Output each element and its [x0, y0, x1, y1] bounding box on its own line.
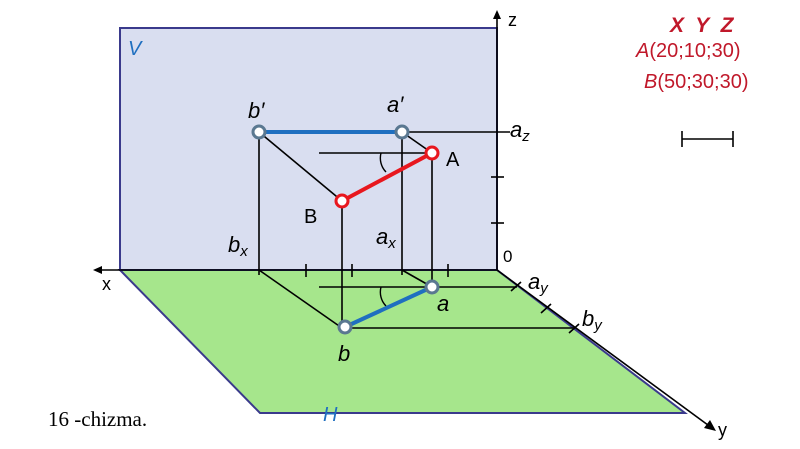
label-ay: ay — [528, 269, 549, 297]
point-b — [337, 319, 353, 335]
point-B — [334, 193, 350, 209]
label-bx: bx — [228, 232, 248, 260]
y-axis-label: y — [718, 420, 727, 440]
bx-to-b — [258, 269, 343, 329]
coords-B: B(50;30;30) — [644, 71, 749, 93]
label-ax: ax — [376, 224, 396, 252]
x-axis-arrow — [93, 266, 102, 274]
point-A — [424, 145, 440, 161]
angle-arc-v — [379, 152, 387, 173]
label-az: az — [510, 117, 530, 145]
h-plane — [117, 269, 688, 414]
point-a — [424, 279, 440, 295]
origin-label: 0 — [503, 247, 512, 266]
label-b: b — [338, 341, 350, 366]
label-a: a — [437, 291, 449, 316]
segment-b-a — [344, 285, 433, 329]
h-plane-label: H — [323, 404, 338, 426]
point-a-prime — [394, 124, 410, 140]
coords-header: X Y Z — [669, 14, 735, 37]
v-plane-label: V — [128, 38, 143, 60]
label-a-prime: a′ — [387, 92, 404, 117]
angle-arc-h — [379, 286, 387, 307]
z-axis-arrow — [493, 10, 501, 19]
y-axis — [496, 269, 713, 429]
coords-A: A(20;10;30) — [635, 40, 741, 62]
x-axis-label: x — [102, 274, 111, 294]
label-b-prime: b′ — [248, 98, 265, 123]
v-plane — [119, 27, 498, 271]
point-b-prime — [251, 124, 267, 140]
figure-caption: 16 -chizma. — [48, 407, 147, 431]
y-tick — [540, 303, 552, 314]
label-A: A — [446, 149, 460, 171]
label-by: by — [582, 306, 603, 334]
segment-A-B — [341, 151, 433, 203]
label-B: B — [304, 206, 317, 228]
y-axis-arrow — [704, 420, 716, 431]
z-axis-label: z — [508, 10, 517, 30]
bprime-to-B — [258, 131, 343, 202]
